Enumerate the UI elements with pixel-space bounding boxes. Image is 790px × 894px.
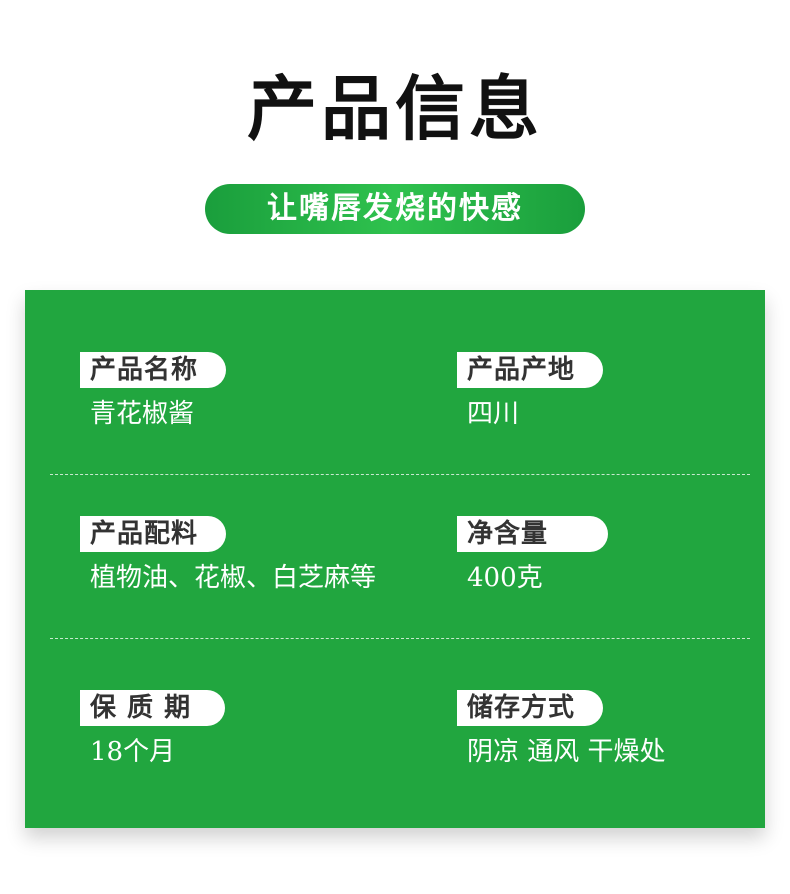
divider xyxy=(50,474,750,475)
slogan-banner: 让嘴唇发烧的快感 xyxy=(205,184,585,234)
info-label: 净含量 xyxy=(457,516,609,552)
info-value: 植物油、花椒、白芝麻等 xyxy=(90,563,377,593)
info-label: 产品产地 xyxy=(457,352,604,388)
info-value: 四川 xyxy=(467,399,520,429)
info-value: 青花椒酱 xyxy=(90,399,195,429)
page-title: 产品信息 xyxy=(247,67,543,150)
product-info-panel: 产品名称 青花椒酱 产品产地 四川 产品配料 植物油、花椒、白芝麻等 净含量 4… xyxy=(25,290,765,828)
divider xyxy=(50,638,750,639)
info-item-origin: 产品产地 四川 xyxy=(457,352,604,432)
info-item-ingredients: 产品配料 植物油、花椒、白芝麻等 xyxy=(80,516,376,596)
info-item-shelf-life: 保 质 期 18个月 xyxy=(80,690,226,770)
info-label: 保 质 期 xyxy=(80,690,226,726)
info-value: 18个月 xyxy=(90,737,176,767)
info-label: 产品配料 xyxy=(80,516,227,552)
info-value: 400克 xyxy=(467,563,543,593)
info-label: 产品名称 xyxy=(80,352,227,388)
info-label: 储存方式 xyxy=(457,690,604,726)
info-item-storage: 储存方式 阴凉 通风 干燥处 xyxy=(457,690,666,770)
info-value: 阴凉 通风 干燥处 xyxy=(467,737,666,767)
info-item-product-name: 产品名称 青花椒酱 xyxy=(80,352,227,432)
info-item-net-weight: 净含量 400克 xyxy=(457,516,609,596)
